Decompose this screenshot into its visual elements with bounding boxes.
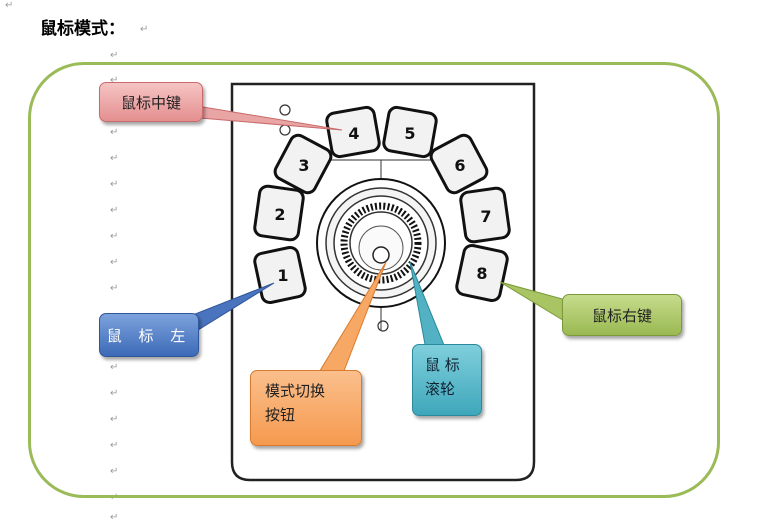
scroll-wheel (316, 178, 446, 308)
paragraph-mark: ↵ (110, 231, 119, 242)
callout-text-line2: 按钮 (265, 406, 296, 424)
callout-text-line2: 滚轮 (425, 380, 456, 398)
callout-text: 鼠标中键 (120, 93, 181, 112)
callout-text-line1: 模式切换 (265, 382, 326, 400)
key-1: 1 (253, 245, 307, 305)
key-2: 2 (253, 184, 305, 242)
paragraph-mark: ↵ (110, 153, 119, 164)
scroll-wheel-callout: 鼠 标 滚轮 (412, 344, 482, 416)
paragraph-mark: ↵ (110, 440, 119, 451)
paragraph-mark: ↵ (110, 205, 119, 216)
key-3: 3 (273, 133, 333, 195)
paragraph-mark: ↵ (110, 127, 119, 138)
mode-switch-callout: 模式切换 按钮 (250, 370, 362, 446)
paragraph-mark: ↵ (140, 24, 149, 35)
paragraph-mark: ↵ (110, 257, 119, 268)
callout-text: 鼠 标 左 (106, 326, 192, 345)
key-label: 1 (277, 266, 288, 285)
right-button-callout: 鼠标右键 (562, 294, 682, 336)
key-label: 5 (404, 124, 415, 143)
paragraph-mark: ↵ (110, 179, 119, 190)
key-label: 6 (454, 156, 465, 175)
paragraph-mark: ↵ (110, 388, 119, 399)
green-rounded-frame (28, 62, 720, 498)
indicator-circle (279, 104, 291, 116)
key-7: 7 (459, 186, 511, 244)
key-label: 4 (348, 124, 359, 143)
key-4: 4 (325, 105, 381, 159)
indicator-circle (377, 320, 389, 332)
callout-text-line1: 鼠 标 (425, 356, 460, 374)
paragraph-mark: ↵ (110, 512, 119, 523)
paragraph-mark: ↵ (110, 466, 119, 477)
paragraph-mark: ↵ (110, 283, 119, 294)
paragraph-mark: ↵ (110, 75, 119, 86)
page-title: 鼠标模式： (40, 19, 125, 39)
paragraph-mark: ↵ (110, 362, 119, 373)
key-6: 6 (429, 133, 489, 195)
callout-text: 鼠标右键 (591, 306, 652, 325)
paragraph-mark: ↵ (110, 50, 119, 61)
key-label: 2 (274, 205, 285, 224)
key-label: 3 (298, 156, 309, 175)
middle-button-callout: 鼠标中键 (99, 82, 203, 122)
paragraph-mark: ↵ (110, 414, 119, 425)
key-label: 8 (476, 264, 487, 283)
key-label: 7 (480, 207, 491, 226)
left-button-callout: 鼠 标 左 (99, 313, 199, 357)
paragraph-mark: ↵ (5, 0, 14, 11)
key-8: 8 (455, 243, 509, 303)
key-5: 5 (382, 105, 438, 159)
